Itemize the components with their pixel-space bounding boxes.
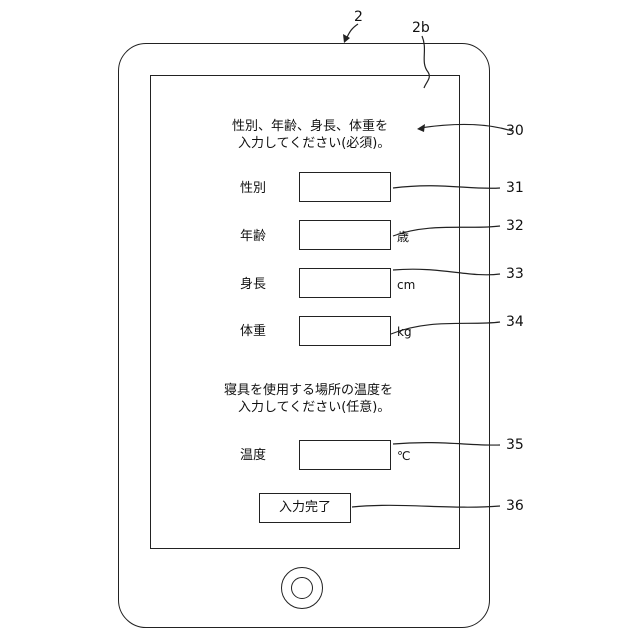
ref-label-device: 2 [354,9,363,25]
ref-label-field-32: 32 [506,218,524,234]
leader-line-field-35 [393,443,500,446]
weight-input[interactable] [299,316,391,346]
height-unit: cm [397,278,415,292]
ref-label-field-33: 33 [506,266,524,282]
leader-line-instruction [420,124,512,131]
gender-label: 性別 [240,180,266,197]
temperature-label: 温度 [240,447,266,464]
ref-label-screen: 2b [412,20,430,36]
gender-input[interactable] [299,172,391,202]
input-complete-button[interactable]: 入力完了 [259,493,351,523]
height-input[interactable] [299,268,391,298]
leader-line-field-31 [393,186,500,189]
temperature-unit: ℃ [397,449,410,463]
optional-instruction-line2: 入力してください(任意)。 [238,399,390,416]
leader-line-field-32 [393,226,500,236]
age-label: 年齢 [240,228,266,245]
ref-label-field-34: 34 [506,314,524,330]
required-instruction-line2: 入力してください(必須)。 [238,135,390,152]
height-label: 身長 [240,276,266,293]
ref-label-field-35: 35 [506,437,524,453]
leader-line-submit [352,505,500,507]
arrowhead-device [343,34,350,43]
ref-label-instruction: 30 [506,123,524,139]
age-unit: 歳 [397,230,409,244]
required-instruction-line1: 性別、年齢、身長、体重を [232,118,388,135]
arrowhead-instruction [417,124,425,132]
ref-label-field-31: 31 [506,180,524,196]
weight-unit: kg [397,325,412,339]
optional-instruction-line1: 寝具を使用する場所の温度を [224,382,393,399]
ref-label-submit: 36 [506,498,524,514]
leader-line-screen [422,36,429,88]
temperature-input[interactable] [299,440,391,470]
weight-label: 体重 [240,323,266,340]
leader-line-field-33 [393,269,500,275]
age-input[interactable] [299,220,391,250]
